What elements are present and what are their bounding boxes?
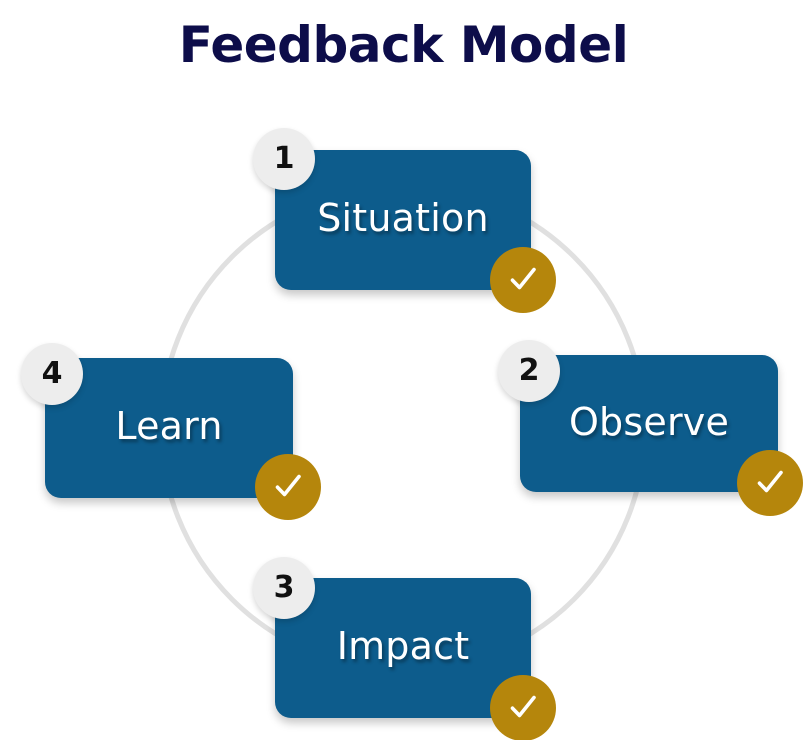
step-card-label: Situation: [317, 196, 489, 240]
check-badge-impact[interactable]: [490, 675, 556, 740]
step-number-badge-observe: 2: [498, 340, 560, 402]
check-badge-observe[interactable]: [737, 450, 803, 516]
step-number-text: 4: [41, 356, 63, 391]
check-icon: [510, 695, 536, 718]
step-card-situation[interactable]: Situation: [275, 150, 531, 290]
step-number-badge-learn: 4: [21, 343, 83, 405]
step-card-observe[interactable]: Observe: [520, 355, 778, 492]
step-number-text: 3: [273, 570, 295, 605]
step-card-label: Learn: [115, 404, 223, 448]
check-icon: [275, 474, 301, 497]
step-card-impact[interactable]: Impact: [275, 578, 531, 718]
check-icon: [510, 267, 536, 290]
check-badge-situation[interactable]: [490, 247, 556, 313]
step-number-text: 2: [518, 353, 540, 388]
step-card-label: Impact: [336, 624, 470, 668]
step-number-badge-situation: 1: [253, 128, 315, 190]
step-number-text: 1: [273, 141, 295, 176]
check-badge-learn[interactable]: [255, 454, 321, 520]
step-number-badge-impact: 3: [253, 557, 315, 619]
step-card-learn[interactable]: Learn: [45, 358, 293, 498]
page-title: Feedback Model: [178, 16, 629, 74]
step-card-label: Observe: [568, 399, 730, 444]
check-icon: [757, 470, 783, 493]
